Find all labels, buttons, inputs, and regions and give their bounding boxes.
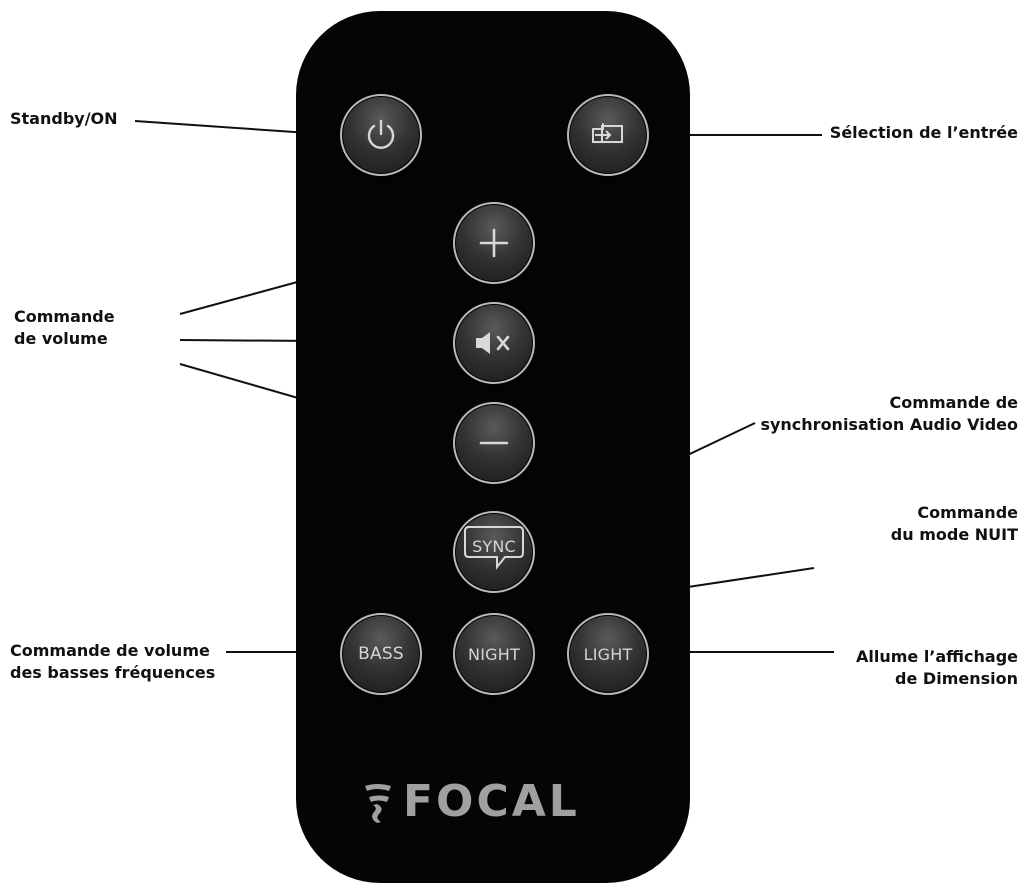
label-night: Commande du mode NUIT [890, 503, 1018, 544]
label-light: Allume l’affichage de Dimension [855, 647, 1018, 688]
power-icon [367, 119, 395, 149]
label-input: Sélection de l’entrée [829, 123, 1018, 142]
bass-button-label: BASS [358, 644, 404, 664]
input-source-icon [592, 123, 623, 143]
bass-button[interactable]: BASS [340, 613, 422, 695]
sync-button-label: SYNC [472, 536, 516, 556]
label-sync: Commande de synchronisation Audio Video [760, 393, 1018, 434]
minus-icon [479, 441, 509, 445]
mute-icon [476, 332, 510, 354]
sync-button[interactable]: SYNC [453, 511, 535, 593]
mute-button[interactable] [453, 302, 535, 384]
focal-logo: FOCAL [363, 780, 580, 824]
power-button[interactable] [340, 94, 422, 176]
volume-down-button[interactable] [453, 402, 535, 484]
label-bass: Commande de volume des basses fréquences [10, 641, 216, 682]
sync-speech-bubble-icon [464, 526, 524, 570]
label-volume: Commande de volume [14, 307, 115, 348]
brand-name: FOCAL [403, 776, 580, 827]
label-standby: Standby/ON [10, 109, 118, 128]
plus-icon [479, 228, 509, 258]
volume-up-button[interactable] [453, 202, 535, 284]
light-button[interactable]: LIGHT [567, 613, 649, 695]
light-button-label: LIGHT [583, 644, 633, 664]
input-select-button[interactable] [567, 94, 649, 176]
night-button-label: NIGHT [468, 644, 520, 664]
night-button[interactable]: NIGHT [453, 613, 535, 695]
focal-logo-mark-icon [365, 784, 391, 823]
